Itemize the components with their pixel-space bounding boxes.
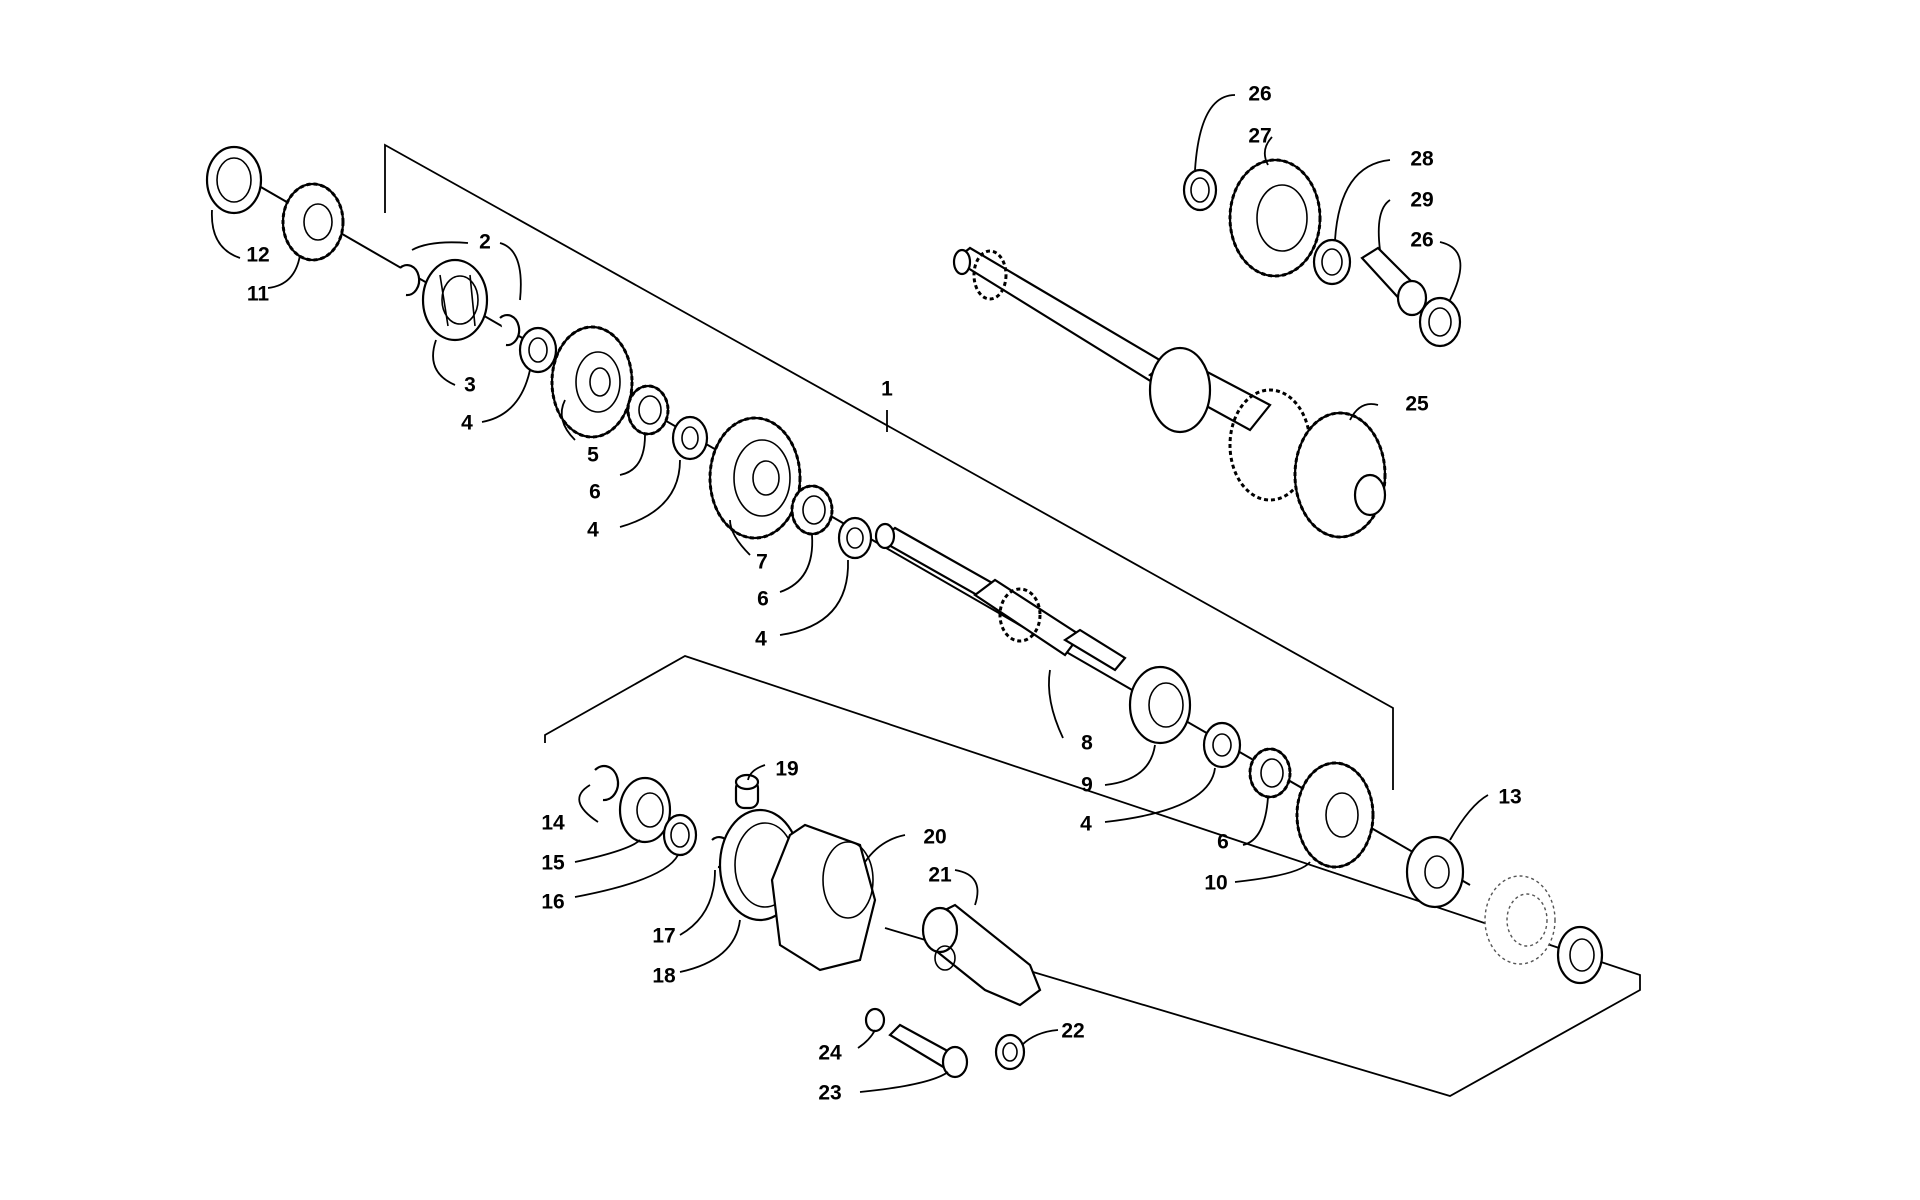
callout-11: 11 [247,283,270,306]
callout-6-a: 6 [589,481,601,504]
plug-part-22 [994,1033,1026,1071]
callout-28: 28 [1410,148,1434,171]
callout-20: 20 [923,826,946,849]
washer-part-12 [205,145,263,215]
callout-19: 19 [775,758,798,781]
circlip-part-14 [594,765,620,802]
callout-26-b: 26 [1410,229,1433,252]
callout-17: 17 [652,925,675,948]
circlip-part-2a [399,263,421,297]
callout-6-b: 6 [757,588,769,611]
washer-part-16 [662,813,698,857]
callout-4-a: 4 [461,412,473,435]
bearing-part-6a [626,384,670,436]
washer-part-4d [1202,721,1242,769]
callout-14: 14 [541,812,565,835]
callout-21: 21 [928,864,952,887]
callout-18: 18 [652,965,676,988]
callout-26-a: 26 [1248,83,1271,106]
callout-3: 3 [464,374,476,397]
washer-part-4a [518,326,558,374]
shaft-part-8 [874,522,1127,672]
callout-7: 7 [756,551,768,574]
washer-part-4c [837,516,873,560]
hub-part-9 [1128,665,1192,745]
bearing-part-6b [790,484,834,536]
callout-27: 27 [1248,125,1271,148]
bolt-part-23 [888,1023,969,1079]
callout-9: 9 [1081,774,1093,797]
washer-part-26a [1182,168,1218,212]
gear-part-11 [281,182,345,262]
bushing-part-28 [1312,238,1352,286]
callout-29: 29 [1410,189,1433,212]
callout-10: 10 [1204,872,1227,895]
callout-5: 5 [587,444,599,467]
callout-labels: 1 2 3 4 5 6 4 7 6 4 8 9 4 6 10 11 12 13 … [246,83,1521,1105]
group-2-bracket [544,655,1641,1097]
gear-part-7 [708,416,802,540]
callout-4-d: 4 [1080,813,1092,836]
callout-8: 8 [1081,732,1093,755]
gear-part-10 [1295,761,1375,869]
gear-part-5 [550,325,634,439]
callout-13: 13 [1498,786,1521,809]
callout-12: 12 [246,244,269,267]
callout-23: 23 [818,1082,841,1105]
leader-lines [211,94,1489,1093]
callout-16: 16 [541,891,564,914]
callout-4-b: 4 [587,519,599,542]
callout-15: 15 [541,852,565,875]
callout-4-c: 4 [755,628,767,651]
circlip-part-2b [499,313,521,347]
callout-25: 25 [1405,393,1429,416]
hub-part-3 [421,258,489,342]
group-1-bracket [384,143,1394,790]
callout-2: 2 [479,231,491,254]
bearing-part-6c [1248,747,1292,799]
gear-part-27 [1228,158,1322,278]
washer-part-26b [1418,296,1462,348]
pin-part-19 [734,773,760,810]
housing-part-20 [770,823,877,972]
washer-part-24 [864,1007,886,1033]
callout-22: 22 [1061,1020,1084,1043]
callout-1: 1 [881,378,893,401]
washer-part-13 [1405,835,1465,909]
collar-part-15 [618,776,672,844]
callout-24: 24 [818,1042,842,1065]
sleeve-part-29 [1360,246,1428,317]
callout-6-c: 6 [1217,831,1229,854]
washer-part-4b [671,415,709,461]
shaft-arm-part-21 [921,903,1042,1007]
countershaft-part-25 [952,246,1387,539]
bearing-reference-ghost [1484,875,1604,985]
